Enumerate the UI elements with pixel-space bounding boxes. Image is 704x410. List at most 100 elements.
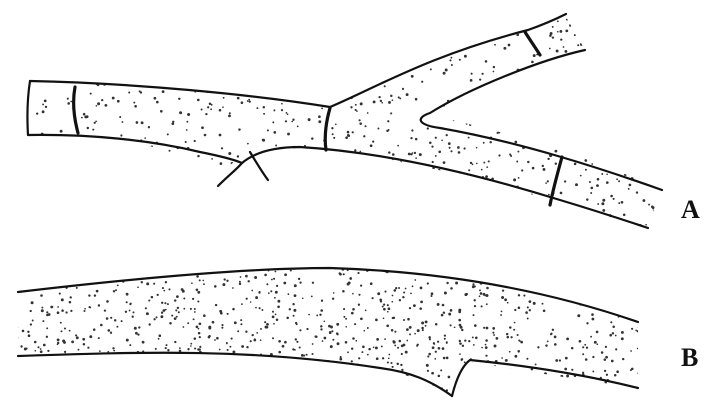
stipple-dot (100, 24, 102, 26)
stipple-dot (610, 195, 613, 198)
stipple-dot (560, 375, 563, 378)
stipple-dot (307, 201, 310, 204)
stipple-dot (93, 404, 95, 406)
stipple-dot (132, 63, 134, 65)
stipple-dot (347, 351, 349, 353)
stipple-dot (336, 41, 338, 43)
stipple-dot (158, 165, 160, 167)
stipple-dot (574, 269, 577, 272)
stipple-dot (234, 321, 237, 324)
stipple-dot (540, 290, 543, 293)
stipple-dot (464, 147, 466, 149)
stipple-dot (613, 160, 616, 163)
stipple-dot (599, 41, 601, 43)
stipple-dot (650, 31, 652, 33)
stipple-dot (255, 296, 258, 299)
stipple-dot (157, 294, 159, 296)
stipple-dot (377, 128, 379, 130)
stipple-dot (358, 24, 360, 26)
stipple-dot (378, 73, 381, 76)
stipple-dot (215, 390, 217, 392)
stipple-dot (375, 346, 378, 349)
stipple-dot (431, 146, 433, 148)
stipple-dot (255, 387, 258, 390)
stipple-dot (587, 214, 589, 216)
stipple-dot (323, 320, 325, 322)
stipple-dot (388, 41, 390, 43)
stipple-dot (555, 359, 558, 362)
stipple-dot (358, 294, 360, 296)
stipple-dot (386, 173, 389, 176)
stipple-dot (351, 383, 354, 386)
stipple-dot (140, 266, 142, 268)
stipple-dot (275, 57, 278, 60)
stipple-dot (126, 199, 129, 202)
stipple-dot (520, 379, 522, 381)
stipple-dot (374, 168, 376, 170)
stipple-dot (46, 336, 48, 338)
stipple-dot (266, 283, 268, 285)
stipple-dot (392, 366, 394, 368)
stipple-dot (255, 263, 258, 266)
stipple-dot (158, 338, 160, 340)
stipple-dot (611, 360, 614, 363)
stipple-dot (137, 333, 139, 335)
stipple-dot (262, 158, 264, 160)
stipple-dot (158, 173, 160, 175)
stipple-dot (375, 398, 378, 401)
stipple-dot (422, 260, 425, 263)
stipple-dot (210, 108, 212, 110)
stipple-dot (27, 278, 29, 280)
stipple-dot (253, 339, 256, 342)
stipple-dot (505, 377, 507, 379)
stipple-dot (211, 27, 213, 29)
stipple-dot (196, 325, 199, 328)
stipple-dot (53, 182, 56, 185)
stipple-dot (648, 397, 651, 400)
stipple-dot (303, 374, 306, 377)
stipple-dot (144, 388, 146, 390)
stipple-dot (392, 153, 395, 156)
stipple-dot (34, 218, 36, 220)
stipple-dot (668, 191, 670, 193)
stipple-dot (377, 163, 380, 166)
stipple-dot (593, 224, 595, 226)
stipple-dot (433, 186, 435, 188)
stipple-dot (292, 386, 295, 389)
stipple-dot (238, 396, 240, 398)
stipple-dot (434, 358, 436, 360)
stipple-dot (357, 272, 359, 274)
stipple-dot (207, 106, 209, 108)
stipple-dot (76, 287, 78, 289)
stipple-dot (662, 72, 665, 75)
stipple-dot (581, 77, 583, 79)
stipple-dot (10, 404, 12, 406)
stipple-dot (82, 338, 85, 341)
stipple-dot (79, 274, 82, 277)
stipple-dot (381, 345, 383, 347)
stipple-dot (293, 309, 296, 312)
stipple-dot (138, 260, 141, 263)
stipple-dot (46, 399, 48, 401)
stipple-dot (9, 382, 11, 384)
septum-3 (525, 32, 540, 55)
stipple-dot (227, 313, 229, 315)
stipple-dot (287, 133, 290, 136)
stipple-dot (585, 169, 587, 171)
stipple-dot (179, 111, 182, 114)
stipple-dot (377, 392, 379, 394)
stipple-dot (102, 265, 104, 267)
stipple-dot (59, 293, 61, 295)
stipple-dot (252, 334, 254, 336)
stipple-dot (431, 292, 434, 295)
stipple-dot (266, 383, 268, 385)
stipple-dot (34, 356, 36, 358)
stipple-dot (508, 119, 511, 122)
stipple-dot (458, 311, 461, 314)
stipple-dot (488, 368, 490, 370)
stipple-dot (218, 357, 220, 359)
stipple-dot (420, 196, 423, 199)
stipple-dot (15, 262, 17, 264)
stipple-dot (53, 69, 55, 71)
stipple-dot (264, 274, 267, 277)
